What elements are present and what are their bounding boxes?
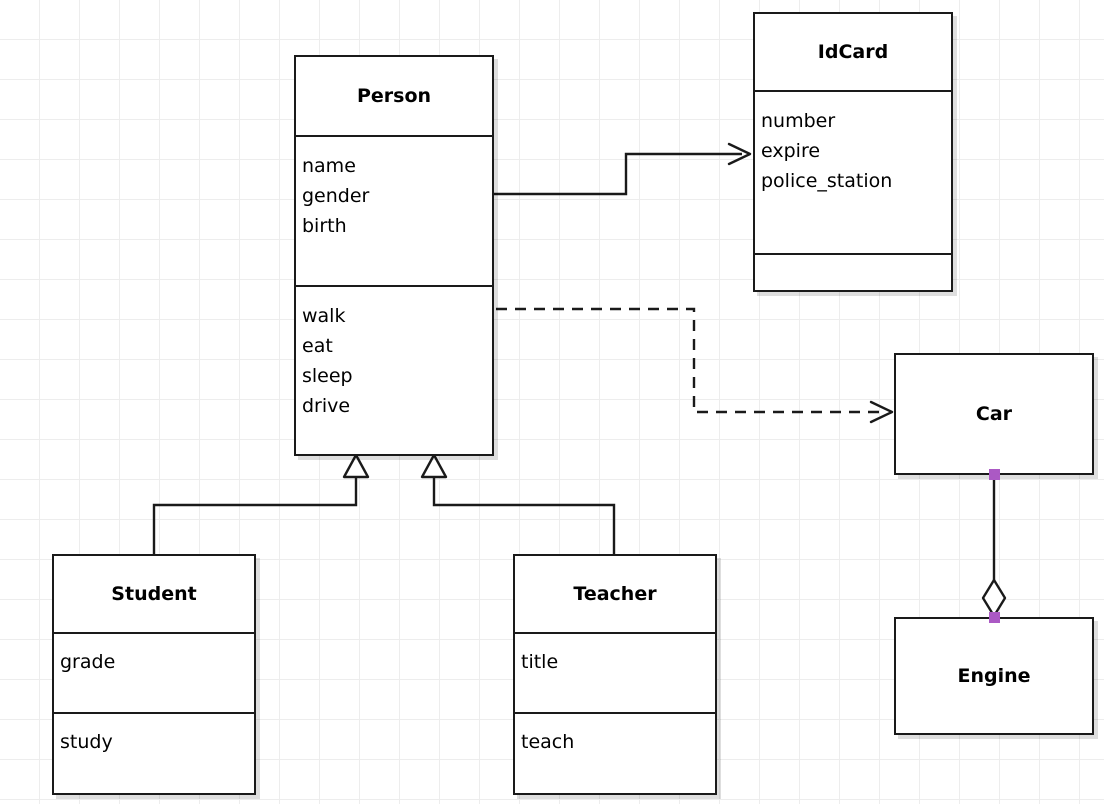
hollow-triangle-icon	[342, 453, 370, 479]
edge-person-car[interactable]	[496, 307, 894, 424]
attribute-item: number	[761, 110, 836, 132]
class-operations-student: study	[54, 712, 254, 793]
class-operations-person: walk eat sleep drive	[296, 285, 492, 454]
operation-item: eat	[302, 335, 333, 357]
attribute-item: title	[521, 651, 559, 673]
class-title-person: Person	[356, 85, 432, 107]
attribute-item: birth	[302, 215, 347, 237]
class-box-car[interactable]: Car	[894, 353, 1094, 475]
operation-item: sleep	[302, 365, 353, 387]
class-box-idcard[interactable]: IdCard number expire police_station	[753, 12, 953, 292]
attribute-item: grade	[60, 651, 116, 673]
hollow-diamond-icon	[981, 578, 1007, 618]
operation-item: study	[60, 731, 113, 753]
operation-item: teach	[521, 731, 575, 753]
class-title-idcard: IdCard	[817, 41, 889, 63]
edge-student-person[interactable]	[152, 453, 370, 554]
attribute-item: name	[302, 155, 356, 177]
edge-person-idcard[interactable]	[494, 142, 752, 196]
class-box-engine[interactable]: Engine	[894, 617, 1094, 735]
class-title-teacher: Teacher	[573, 583, 657, 605]
class-attributes-idcard: number expire police_station	[755, 90, 951, 253]
class-box-student[interactable]: Student grade study	[52, 554, 256, 795]
edge-teacher-person[interactable]	[420, 453, 616, 554]
edge-car-engine[interactable]	[981, 475, 1007, 618]
connection-handle-car-bottom[interactable]	[989, 469, 1000, 480]
attribute-item: police_station	[761, 170, 893, 192]
class-box-teacher[interactable]: Teacher title teach	[513, 554, 717, 795]
class-operations-teacher: teach	[515, 712, 715, 793]
class-title-engine: Engine	[957, 665, 1031, 687]
class-box-person[interactable]: Person name gender birth walk eat sleep …	[294, 55, 494, 456]
attribute-item: expire	[761, 140, 821, 162]
operation-item: walk	[302, 305, 346, 327]
connection-handle-engine-top[interactable]	[989, 612, 1000, 623]
hollow-triangle-icon	[420, 453, 448, 479]
class-title-student: Student	[111, 583, 197, 605]
class-attributes-person: name gender birth	[296, 135, 492, 285]
class-operations-idcard	[755, 253, 951, 290]
class-title-car: Car	[975, 403, 1013, 425]
class-attributes-teacher: title	[515, 632, 715, 712]
open-arrow-icon	[727, 142, 752, 166]
open-arrow-icon	[869, 400, 894, 424]
attribute-item: gender	[302, 185, 370, 207]
class-attributes-student: grade	[54, 632, 254, 712]
operation-item: drive	[302, 395, 351, 417]
